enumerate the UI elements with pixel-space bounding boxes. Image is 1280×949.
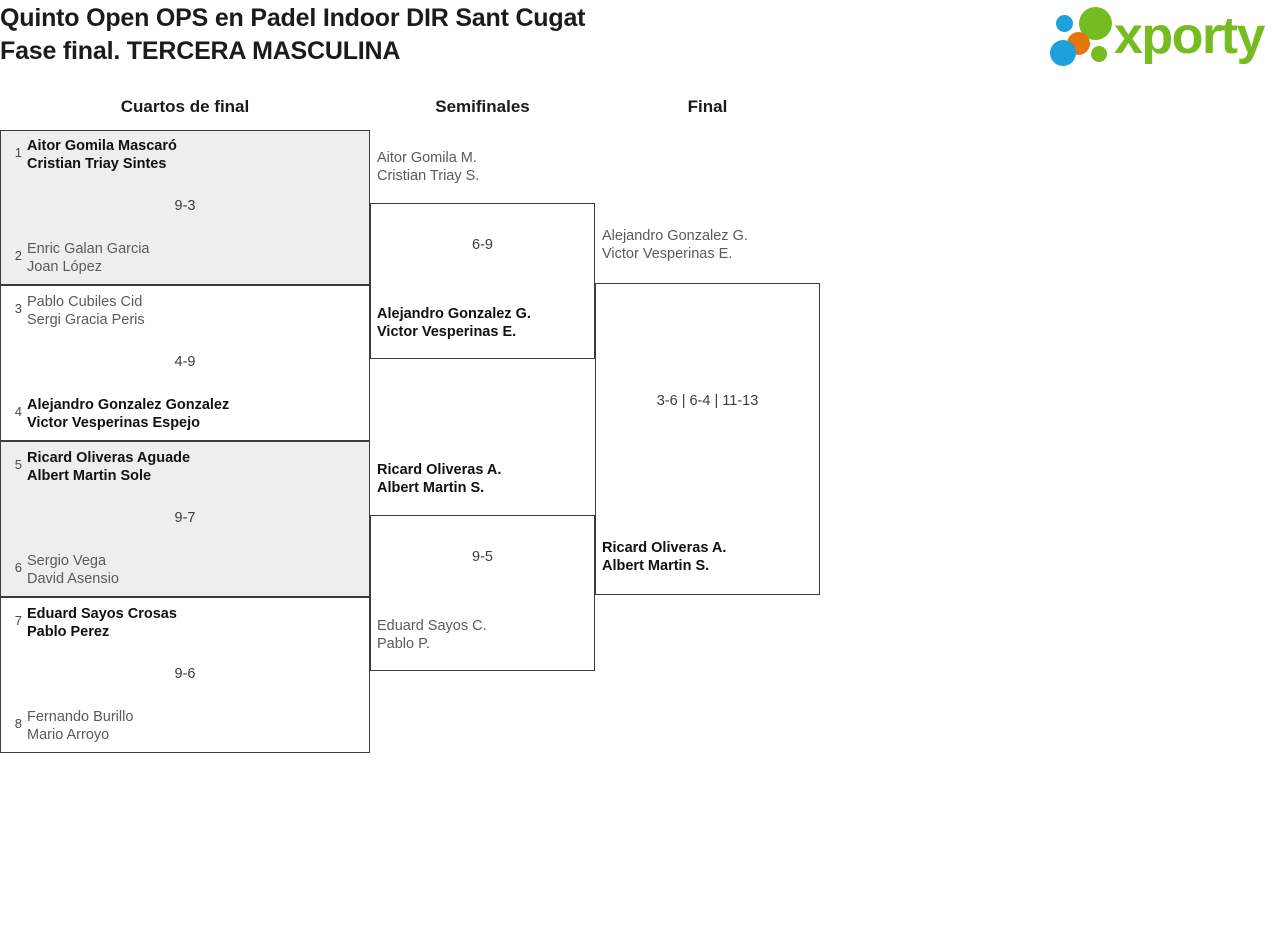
logo-dot-blue-small — [1056, 15, 1073, 32]
player-name: Eduard Sayos C. — [377, 618, 487, 634]
xporty-logo[interactable]: xporty — [1050, 6, 1276, 68]
seed-number: 5 — [14, 457, 22, 472]
player-name: Victor Vesperinas E. — [602, 246, 733, 262]
player-name: Sergio Vega — [27, 553, 107, 569]
player-name: Enric Galan Garcia — [27, 241, 150, 257]
seed-number: 2 — [14, 248, 22, 263]
match-box-qf-1[interactable] — [0, 130, 370, 285]
competitor-sf-2-top[interactable]: Ricard Oliveras A. Albert Martin S. — [377, 461, 501, 497]
competitor-final-bottom[interactable]: Ricard Oliveras A. Albert Martin S. — [602, 539, 726, 575]
score-qf-4: 9-6 — [174, 666, 196, 682]
seed-number: 1 — [14, 145, 22, 160]
seed-number: 7 — [14, 613, 22, 628]
page-title: Quinto Open OPS en Padel Indoor DIR Sant… — [0, 2, 900, 68]
logo-dots-icon — [1050, 6, 1112, 66]
match-box-qf-4[interactable] — [0, 597, 370, 753]
player-name: Albert Martin S. — [602, 558, 710, 574]
player-name: Joan López — [27, 259, 102, 275]
match-box-sf-2[interactable] — [370, 515, 595, 671]
score-qf-3: 9-7 — [174, 510, 196, 526]
player-name: Victor Vesperinas E. — [377, 324, 517, 340]
player-name: Alejandro Gonzalez Gonzalez — [27, 397, 230, 413]
player-name: Ricard Oliveras A. — [602, 540, 727, 556]
player-name: Alejandro Gonzalez G. — [602, 228, 748, 244]
competitor-sf-2-bottom[interactable]: Eduard Sayos C. Pablo P. — [377, 617, 487, 653]
player-name: Alejandro Gonzalez G. — [377, 306, 531, 322]
match-box-qf-3[interactable] — [0, 441, 370, 597]
player-name: Cristian Triay S. — [377, 168, 480, 184]
competitor-final-top[interactable]: Alejandro Gonzalez G. Victor Vesperinas … — [602, 227, 748, 263]
player-name: Ricard Oliveras A. — [377, 462, 502, 478]
score-sf-2: 9-5 — [472, 549, 493, 565]
score-qf-1: 9-3 — [174, 198, 196, 214]
player-name: Victor Vesperinas Espejo — [27, 415, 201, 431]
player-name: Cristian Triay Sintes — [27, 156, 167, 172]
score-qf-2: 4-9 — [174, 354, 196, 370]
competitor-qf-1-top[interactable]: Aitor Gomila Mascaró Cristian Triay Sint… — [27, 137, 177, 173]
competitor-qf-1-bottom[interactable]: Enric Galan Garcia Joan López — [27, 240, 150, 276]
competitor-sf-1-bottom[interactable]: Alejandro Gonzalez G. Victor Vesperinas … — [377, 305, 531, 341]
player-name: Fernando Burillo — [27, 709, 134, 725]
match-box-sf-1[interactable] — [370, 203, 595, 359]
player-name: Pablo Cubiles Cid — [27, 294, 143, 310]
score-final: 3-6 | 6-4 | 11-13 — [656, 393, 759, 409]
seed-number: 4 — [14, 404, 22, 419]
round-header-quarterfinals: Cuartos de final — [120, 97, 250, 116]
seed-number: 8 — [14, 716, 22, 731]
round-header-semifinals: Semifinales — [435, 97, 530, 116]
competitor-qf-3-bottom[interactable]: Sergio Vega David Asensio — [27, 552, 119, 588]
player-name: Albert Martin S. — [377, 480, 485, 496]
match-box-qf-2[interactable] — [0, 285, 370, 441]
competitor-qf-2-top[interactable]: Pablo Cubiles Cid Sergi Gracia Peris — [27, 293, 145, 329]
player-name: Pablo Perez — [27, 624, 110, 640]
competitor-qf-4-top[interactable]: Eduard Sayos Crosas Pablo Perez — [27, 605, 177, 641]
competitor-qf-3-top[interactable]: Ricard Oliveras Aguade Albert Martin Sol… — [27, 449, 190, 485]
player-name: Pablo P. — [377, 636, 430, 652]
player-name: Sergi Gracia Peris — [27, 312, 145, 328]
logo-dot-blue-large — [1050, 40, 1076, 66]
round-header-final: Final — [687, 97, 728, 116]
logo-dot-green-small — [1091, 46, 1107, 62]
match-box-final[interactable] — [595, 283, 820, 595]
competitor-qf-2-bottom[interactable]: Alejandro Gonzalez Gonzalez Victor Vespe… — [27, 396, 229, 432]
player-name: Albert Martin Sole — [27, 468, 152, 484]
competitor-qf-4-bottom[interactable]: Fernando Burillo Mario Arroyo — [27, 708, 133, 744]
player-name: Aitor Gomila Mascaró — [27, 138, 177, 154]
tournament-title-line-1: Quinto Open OPS en Padel Indoor DIR Sant… — [0, 4, 586, 32]
player-name: Ricard Oliveras Aguade — [27, 450, 191, 466]
player-name: Aitor Gomila M. — [377, 150, 477, 166]
player-name: Mario Arroyo — [27, 727, 110, 743]
tournament-title-line-2: Fase final. TERCERA MASCULINA — [0, 37, 401, 65]
seed-number: 6 — [14, 560, 22, 575]
logo-wordmark: xporty — [1114, 7, 1265, 65]
score-sf-1: 6-9 — [472, 237, 493, 253]
page-header: Quinto Open OPS en Padel Indoor DIR Sant… — [0, 0, 1280, 75]
seed-number: 3 — [14, 301, 22, 316]
player-name: David Asensio — [27, 571, 119, 587]
competitor-sf-1-top[interactable]: Aitor Gomila M. Cristian Triay S. — [377, 149, 479, 185]
player-name: Eduard Sayos Crosas — [27, 606, 177, 622]
